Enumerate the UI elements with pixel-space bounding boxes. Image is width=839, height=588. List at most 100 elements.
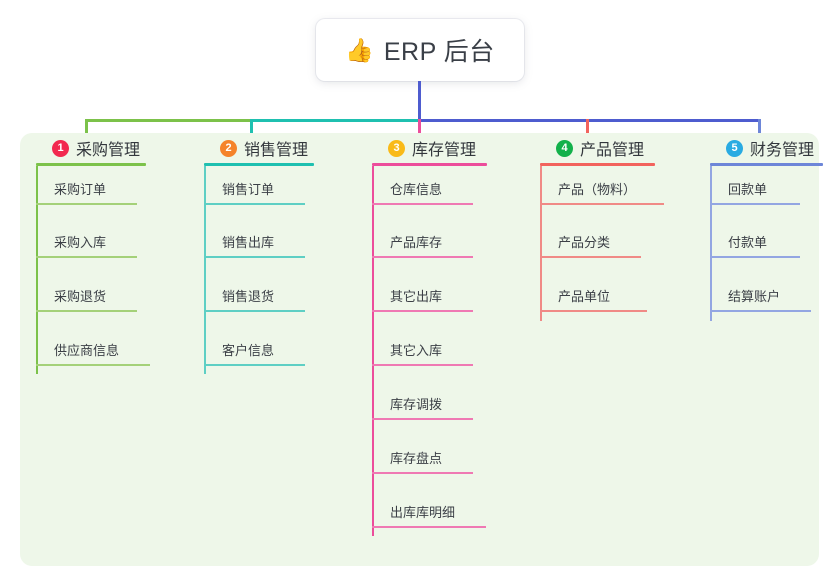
leaf-label: 其它出库 [390, 289, 443, 304]
leaf-node[interactable]: 库存盘点 [372, 448, 473, 474]
leaf-node[interactable]: 采购入库 [36, 232, 137, 258]
column-spine-5 [710, 166, 712, 321]
leaf-rule [204, 256, 305, 258]
column-header-4[interactable]: 4 产品管理 [540, 133, 720, 163]
leaf-node[interactable]: 其它入库 [372, 340, 473, 366]
leaf-node[interactable]: 产品库存 [372, 232, 473, 258]
leaf-rule [710, 310, 811, 312]
leaf-node[interactable]: 产品分类 [540, 232, 641, 258]
module-column-purchasing: 1 采购管理 采购订单 采购入库 采购退货 供应商信息 [36, 133, 202, 374]
leaf-node[interactable]: 其它出库 [372, 286, 473, 312]
modules-panel: 1 采购管理 采购订单 采购入库 采购退货 供应商信息 [20, 133, 823, 566]
leaf-node[interactable]: 采购退货 [36, 286, 137, 312]
thumbs-up-emoji: 👍 [345, 36, 374, 63]
leaf-rule [372, 310, 473, 312]
leaf-node[interactable]: 库存调拨 [372, 394, 473, 420]
column-badge-5: 5 [726, 139, 743, 157]
leaf-rule [372, 203, 473, 205]
column-header-2[interactable]: 2 销售管理 [204, 133, 370, 163]
leaf-label: 客户信息 [222, 343, 275, 358]
leaf-rule [204, 310, 305, 312]
leaf-label: 产品库存 [390, 235, 443, 250]
leaf-rule [372, 256, 473, 258]
leaf-label: 销售出库 [222, 235, 275, 250]
column-badge-4: 4 [556, 139, 573, 157]
leaf-node[interactable]: 供应商信息 [36, 340, 150, 366]
root-node-title: ERP 后台 [383, 38, 495, 66]
column-title-5: 财务管理 [750, 142, 815, 159]
column-rule-4 [540, 163, 655, 166]
root-node[interactable]: 👍 ERP 后台 [316, 19, 524, 81]
column-badge-3: 3 [388, 139, 405, 157]
leaf-label: 库存调拨 [390, 397, 443, 412]
module-column-finance: 5 财务管理 回款单 付款单 结算账户 [710, 133, 839, 321]
leaf-label: 采购退货 [54, 289, 107, 304]
leaf-node[interactable]: 结算账户 [710, 286, 811, 312]
leaf-label: 采购订单 [54, 182, 107, 197]
leaf-node[interactable]: 销售订单 [204, 179, 305, 205]
leaf-rule [710, 256, 800, 258]
leaf-rule [372, 418, 473, 420]
leaf-label: 供应商信息 [54, 343, 120, 358]
leaf-rule [36, 364, 150, 366]
leaf-label: 结算账户 [728, 289, 781, 304]
leaf-rule [204, 364, 305, 366]
leaf-label: 付款单 [728, 235, 768, 250]
leaf-label: 回款单 [728, 182, 768, 197]
connector-bar-segment-teal [250, 119, 419, 122]
root-stem-line [418, 81, 421, 121]
leaf-rule [372, 526, 486, 528]
leaf-node[interactable]: 回款单 [710, 179, 800, 205]
connector-bar-segment-indigo [418, 119, 761, 122]
column-title-1: 采购管理 [76, 142, 141, 159]
column-rule-2 [204, 163, 314, 166]
leaf-label: 销售退货 [222, 289, 275, 304]
leaf-label: 出库库明细 [390, 505, 456, 520]
module-column-inventory: 3 库存管理 仓库信息 产品库存 其它出库 其它入库 库存调拨 [372, 133, 542, 536]
leaf-node[interactable]: 仓库信息 [372, 179, 473, 205]
column-title-3: 库存管理 [412, 142, 477, 159]
connector-bar-segment-green [85, 119, 251, 122]
column-header-5[interactable]: 5 财务管理 [710, 133, 839, 163]
leaf-rule [540, 203, 664, 205]
column-rule-1 [36, 163, 146, 166]
leaf-node[interactable]: 销售退货 [204, 286, 305, 312]
leaf-label: 销售订单 [222, 182, 275, 197]
leaf-rule [710, 203, 800, 205]
leaf-rule [204, 203, 305, 205]
column-header-1[interactable]: 1 采购管理 [36, 133, 202, 163]
column-spine-2 [204, 166, 206, 374]
leaf-label: 仓库信息 [390, 182, 443, 197]
leaf-rule [372, 472, 473, 474]
leaf-rule [372, 364, 473, 366]
leaf-node[interactable]: 出库库明细 [372, 502, 486, 528]
leaf-node[interactable]: 产品单位 [540, 286, 647, 312]
leaf-label: 库存盘点 [390, 451, 443, 466]
module-column-sales: 2 销售管理 销售订单 销售出库 销售退货 客户信息 [204, 133, 370, 374]
column-title-2: 销售管理 [244, 142, 309, 159]
leaf-rule [36, 203, 137, 205]
column-title-4: 产品管理 [580, 142, 645, 159]
leaf-rule [36, 256, 137, 258]
module-column-product: 4 产品管理 产品（物料） 产品分类 产品单位 [540, 133, 720, 321]
leaf-rule [36, 310, 137, 312]
leaf-label: 产品单位 [558, 289, 611, 304]
leaf-label: 产品分类 [558, 235, 611, 250]
leaf-node[interactable]: 采购订单 [36, 179, 137, 205]
leaf-label: 采购入库 [54, 235, 107, 250]
column-badge-2: 2 [220, 139, 237, 157]
leaf-node[interactable]: 客户信息 [204, 340, 305, 366]
leaf-node[interactable]: 产品（物料） [540, 179, 664, 205]
leaf-node[interactable]: 付款单 [710, 232, 800, 258]
leaf-node[interactable]: 销售出库 [204, 232, 305, 258]
leaf-label: 其它入库 [390, 343, 443, 358]
leaf-label: 产品（物料） [558, 182, 637, 197]
column-rule-5 [710, 163, 823, 166]
leaf-rule [540, 310, 647, 312]
column-spine-1 [36, 166, 38, 374]
column-spine-4 [540, 166, 542, 321]
column-header-3[interactable]: 3 库存管理 [372, 133, 542, 163]
leaf-rule [540, 256, 641, 258]
column-rule-3 [372, 163, 487, 166]
